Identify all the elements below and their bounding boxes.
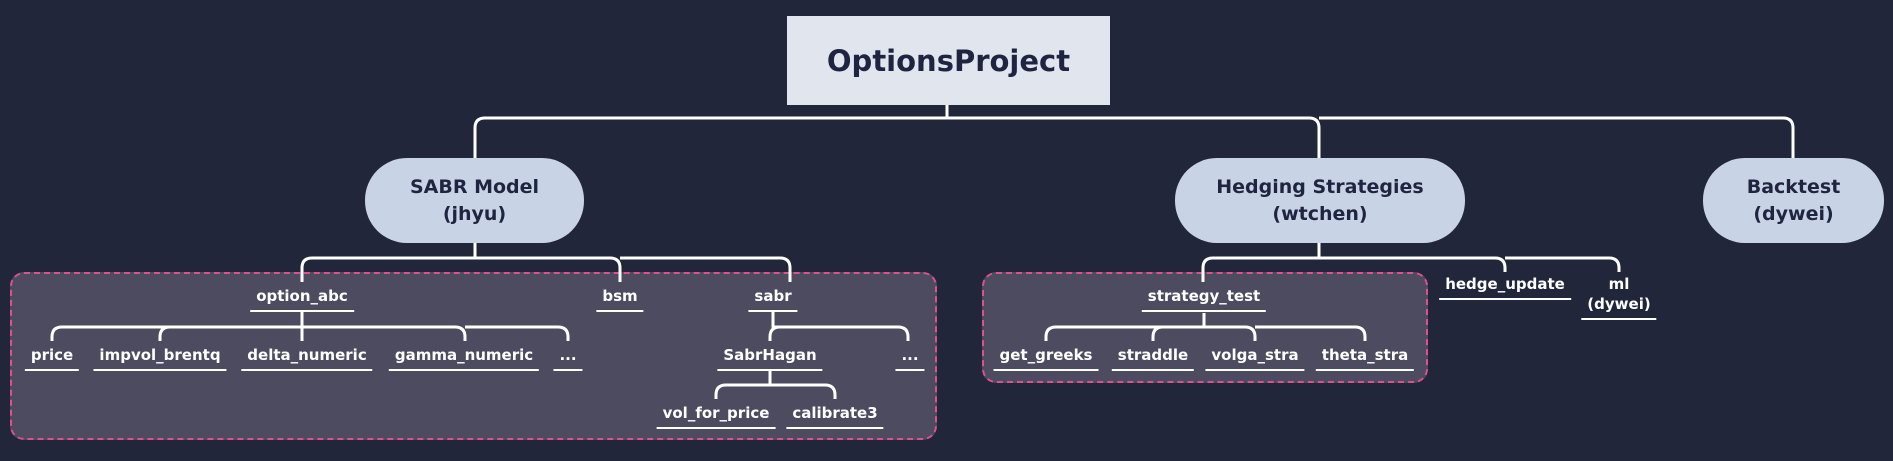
node-calibrate3: calibrate3	[786, 403, 884, 429]
node-sabr: sabr	[748, 286, 798, 312]
edge-root-hedging	[947, 116, 1321, 160]
node-gamma-numeric: gamma_numeric	[388, 345, 540, 371]
node-get-greeks: get_greeks	[993, 345, 1099, 371]
branch-sabr-model: SABR Model (jhyu)	[365, 158, 584, 243]
edge-hedging-children	[1201, 243, 1621, 282]
edge-sabrhagan-children	[714, 371, 837, 399]
node-vol-for-price: vol_for_price	[656, 403, 776, 429]
edge-root-sabr	[473, 105, 949, 160]
node-straddle: straddle	[1111, 345, 1195, 371]
node-ml: ml (dywei)	[1581, 274, 1657, 320]
edge-sabr-subchildren	[768, 312, 910, 341]
node-sabrhagan: SabrHagan	[717, 345, 823, 371]
branch-backtest: Backtest (dywei)	[1703, 158, 1884, 243]
node-price: price	[24, 345, 80, 371]
branch-owner: (jhyu)	[442, 202, 507, 225]
node-option-abc-more: ...	[553, 345, 583, 371]
root-node-options-project: OptionsProject	[787, 16, 1110, 105]
edge-option-abc-children	[50, 312, 570, 341]
branch-owner: (wtchen)	[1272, 202, 1368, 225]
branch-title: Hedging Strategies	[1216, 175, 1424, 198]
edge-strategy-test-children	[1044, 313, 1367, 341]
branch-hedging-strategies: Hedging Strategies (wtchen)	[1175, 158, 1465, 243]
edge-root-backtest	[1319, 116, 1795, 160]
node-option-abc: option_abc	[250, 286, 354, 312]
sabr-model-group	[10, 272, 937, 440]
edge-sabr-children	[300, 243, 792, 282]
branch-title: SABR Model	[409, 175, 540, 198]
branch-owner: (dywei)	[1753, 202, 1834, 225]
node-bsm: bsm	[596, 286, 644, 312]
node-volga-stra: volga_stra	[1205, 345, 1305, 371]
node-theta-stra: theta_stra	[1315, 345, 1415, 371]
root-label: OptionsProject	[826, 43, 1071, 78]
node-delta-numeric: delta_numeric	[241, 345, 373, 371]
node-strategy-test: strategy_test	[1141, 286, 1267, 312]
node-sabr-more: ...	[895, 345, 925, 371]
node-hedge-update: hedge_update	[1439, 274, 1571, 300]
branch-title: Backtest	[1746, 175, 1841, 198]
node-impvol-brentq: impvol_brentq	[93, 345, 227, 371]
